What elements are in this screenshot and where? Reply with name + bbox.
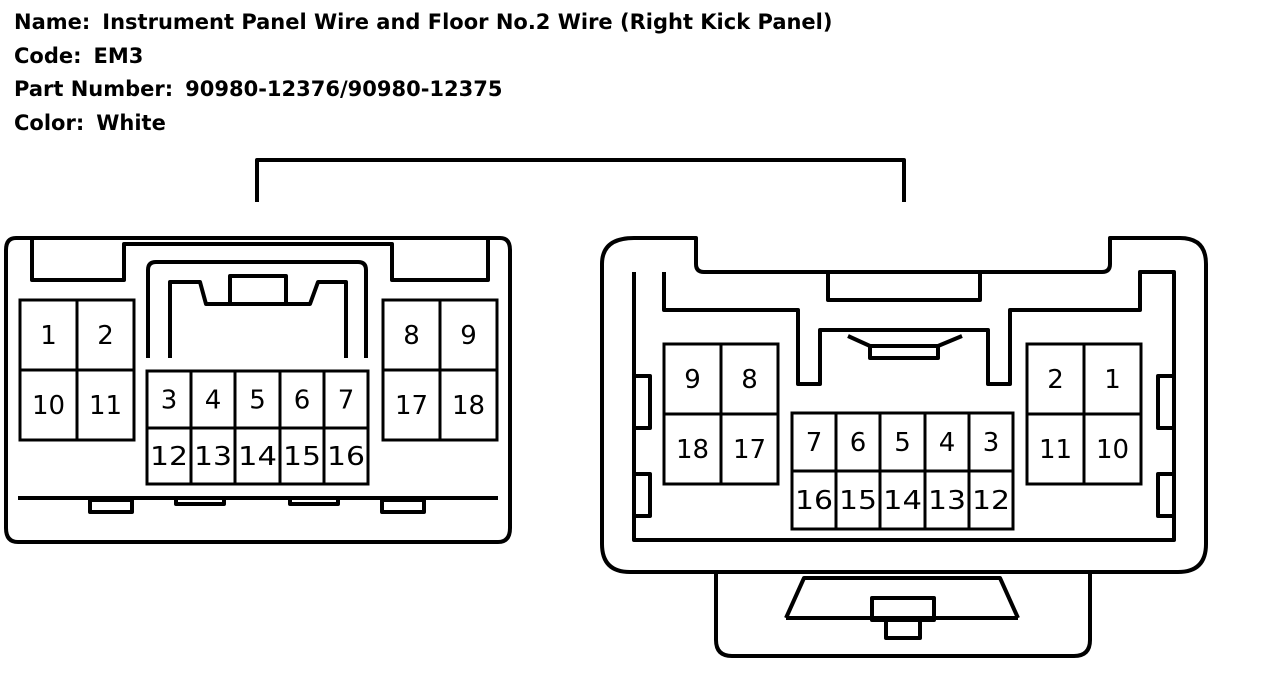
- left-pin-cell-11: [75, 368, 136, 442]
- left-pin-label-7: 7: [338, 386, 355, 416]
- right-pin-cell-12: [967, 469, 1015, 531]
- connector-left-foot-4: [380, 498, 426, 514]
- connector-right-latch-ridge: [784, 576, 1020, 619]
- right-pin-cell-3: [967, 411, 1015, 473]
- connector-left-lock-detail: [168, 280, 348, 358]
- connector-right-lock-window: [868, 344, 940, 360]
- left-pin-cell-13: [189, 426, 237, 486]
- right-pin-cell-15: [834, 469, 882, 531]
- right-pin-label-5: 5: [894, 428, 911, 458]
- left-pin-cell-18: [438, 368, 499, 442]
- connector-left-housing: [4, 236, 512, 544]
- left-pin-label-9: 9: [460, 321, 477, 351]
- left-pin-label-5: 5: [249, 386, 266, 416]
- code-label: Code:: [14, 43, 82, 68]
- connector-right-side-key-3: [1156, 374, 1176, 430]
- code-value: EM3: [93, 43, 144, 68]
- left-pin-label-18: 18: [452, 391, 485, 421]
- name-label: Name:: [14, 10, 91, 34]
- left-pin-label-1: 1: [40, 321, 57, 351]
- part-number-label: Part Number:: [14, 77, 174, 101]
- name-value: Instrument Panel Wire and Floor No.2 Wir…: [102, 10, 833, 34]
- left-pin-cell-17: [381, 368, 442, 442]
- code-row: Code: EM3: [14, 40, 832, 74]
- connector-right-housing: [600, 236, 1208, 574]
- connector-info: Name: Instrument Panel Wire and Floor No.…: [14, 6, 832, 140]
- right-pin-cell-11: [1025, 412, 1086, 486]
- connector-left-lock-tab: [146, 260, 368, 358]
- right-pin-label-11: 11: [1039, 435, 1072, 465]
- connector-left-foot-2: [174, 496, 226, 506]
- left-pin-cell-10: [18, 368, 79, 442]
- left-pin-label-12: 12: [150, 442, 188, 472]
- left-pin-cell-7: [322, 369, 370, 430]
- left-pin-label-2: 2: [97, 321, 114, 351]
- right-pin-label-15: 15: [839, 486, 877, 516]
- right-pin-cell-14: [878, 469, 927, 531]
- left-pin-label-8: 8: [403, 321, 420, 351]
- right-pin-label-2: 2: [1047, 365, 1064, 395]
- connector-right-side-key-1: [632, 374, 652, 430]
- right-pin-cell-1: [1082, 342, 1143, 416]
- right-pin-label-18: 18: [676, 435, 709, 465]
- connector-left-foot-3: [288, 496, 340, 506]
- color-value: White: [96, 110, 166, 135]
- left-pin-cell-12: [145, 426, 193, 486]
- right-pin-label-13: 13: [928, 486, 966, 516]
- connector-right-lower-latch: [714, 572, 1092, 658]
- color-label: Color:: [14, 110, 85, 135]
- connector-right-latch-button-inner: [884, 618, 922, 640]
- right-pin-label-3: 3: [983, 428, 1000, 458]
- right-pin-label-12: 12: [972, 486, 1010, 516]
- left-pin-label-10: 10: [32, 391, 65, 421]
- part-number-row: Part Number: 90980-12376/90980-12375: [14, 73, 832, 107]
- right-pin-label-4: 4: [939, 428, 956, 458]
- right-pin-label-14: 14: [883, 486, 922, 516]
- left-pin-label-11: 11: [89, 391, 122, 421]
- right-pin-label-16: 16: [795, 486, 833, 516]
- right-pin-label-17: 17: [733, 435, 766, 465]
- right-pin-cell-10: [1082, 412, 1143, 486]
- connector-left-top-rail: [30, 240, 490, 282]
- right-pin-cell-17: [719, 412, 780, 486]
- right-pin-label-10: 10: [1096, 435, 1129, 465]
- left-pin-cell-1: [18, 298, 79, 372]
- right-pin-label-7: 7: [806, 428, 823, 458]
- left-pin-cell-6: [278, 369, 326, 430]
- right-pin-label-8: 8: [741, 365, 758, 395]
- right-pin-label-6: 6: [850, 428, 867, 458]
- right-pin-label-9: 9: [684, 365, 701, 395]
- right-pin-cell-16: [790, 469, 838, 531]
- right-pin-cell-18: [662, 412, 723, 486]
- right-pin-label-1: 1: [1104, 365, 1121, 395]
- connector-left-foot-1: [88, 498, 134, 514]
- left-pin-label-6: 6: [294, 386, 311, 416]
- color-row: Color: White: [14, 107, 832, 141]
- connector-right-side-key-2: [632, 472, 652, 518]
- connector-right-side-key-4: [1156, 472, 1176, 518]
- left-pin-label-17: 17: [395, 391, 428, 421]
- left-pin-cell-9: [438, 298, 499, 372]
- left-pin-label-15: 15: [283, 442, 321, 472]
- part-number-value: 90980-12376/90980-12375: [185, 77, 503, 101]
- left-pin-label-14: 14: [238, 442, 277, 472]
- name-row: Name: Instrument Panel Wire and Floor No.…: [14, 6, 832, 40]
- pairing-bracket: [255, 158, 906, 202]
- right-pin-cell-13: [923, 469, 971, 531]
- left-pin-label-3: 3: [161, 386, 178, 416]
- connector-right-top-notch: [826, 272, 982, 302]
- left-pin-label-16: 16: [327, 442, 365, 472]
- connector-left-lock-window: [228, 274, 288, 306]
- left-pin-label-4: 4: [205, 386, 222, 416]
- left-pin-label-13: 13: [194, 442, 232, 472]
- right-pin-cell-8: [719, 342, 780, 416]
- left-pin-cell-16: [322, 426, 370, 486]
